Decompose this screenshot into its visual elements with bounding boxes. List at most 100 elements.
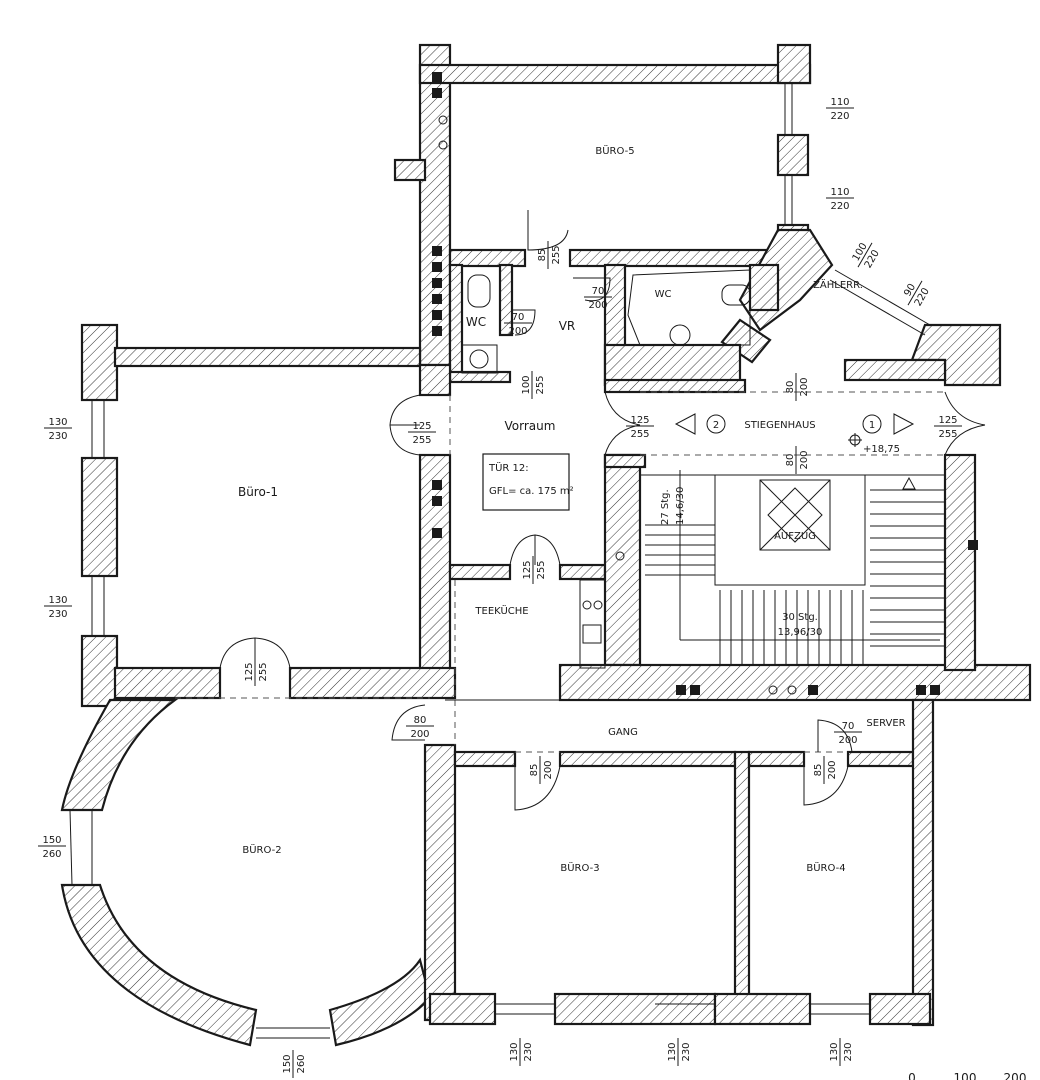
dimension-divider	[907, 280, 923, 306]
door	[604, 391, 641, 426]
room-label-server: SERVER	[866, 718, 905, 729]
door	[512, 309, 536, 336]
walls	[60, 43, 1032, 1047]
dimension-top: 80	[414, 715, 427, 726]
shaft	[676, 685, 686, 695]
dimension-bottom: 220	[830, 111, 849, 122]
shaft	[432, 262, 442, 272]
dimension-top: 85	[529, 764, 540, 777]
wall	[448, 563, 512, 581]
scale-tick-200: 200	[1004, 1071, 1027, 1080]
kitchen-counter	[579, 579, 606, 669]
elevator-cross	[759, 479, 831, 551]
wall	[113, 666, 222, 700]
room-label-gang: GANG	[608, 727, 638, 738]
dimension-bottom: 255	[551, 245, 562, 264]
dimension-bottom: 230	[48, 431, 67, 442]
wall	[558, 750, 737, 768]
dimension-top: 150	[282, 1054, 293, 1073]
stair-marker-1	[862, 414, 882, 434]
wall	[846, 750, 915, 768]
shaft	[916, 685, 926, 695]
room-label-buero-1: Büro-1	[238, 485, 278, 499]
direction-triangle-icon	[674, 413, 696, 435]
wall	[453, 750, 517, 768]
dimension-top: 125	[630, 415, 649, 426]
dimension-top: 85	[537, 249, 548, 262]
wall	[418, 63, 812, 85]
elevator-shaft	[759, 479, 831, 551]
room-label-buero-4: BÜRO-4	[806, 861, 845, 874]
dimension-bottom: 200	[588, 300, 607, 311]
wall	[748, 263, 780, 312]
wall	[943, 453, 977, 672]
wall	[60, 883, 258, 1047]
wall	[418, 453, 452, 697]
door	[527, 210, 569, 251]
door	[389, 394, 421, 426]
dimension-bottom: 200	[508, 326, 527, 337]
wall	[868, 992, 932, 1026]
window	[829, 279, 926, 336]
dimension-bottom: 255	[258, 662, 269, 681]
room-label-vr: VR	[559, 319, 576, 333]
shaft	[432, 326, 442, 336]
up-arrow-icon	[902, 476, 916, 490]
room-label-wc: WC	[466, 315, 486, 329]
door	[254, 637, 291, 669]
column-circle	[768, 685, 778, 695]
staircase	[639, 470, 946, 666]
wc-room-outline	[627, 269, 751, 346]
dimension-top: 130	[48, 417, 67, 428]
lower-stair-ratio: 13,96/30	[778, 627, 823, 638]
stair-landing	[714, 474, 866, 586]
wall	[428, 992, 497, 1026]
room-label-stiegenhaus: STIEGENHAUS	[744, 420, 815, 431]
door	[389, 424, 421, 456]
wall	[747, 750, 806, 768]
door	[219, 637, 256, 669]
wall	[558, 563, 607, 581]
stair-marker-1-label: 1	[869, 420, 875, 431]
room-label-vorraum: Vorraum	[505, 419, 556, 433]
direction-triangle-icon	[893, 413, 915, 435]
sink-basin	[669, 324, 691, 346]
dimension-top: 80	[785, 454, 796, 467]
door	[817, 719, 853, 753]
wall	[553, 992, 717, 1026]
wall	[568, 248, 782, 268]
upper-stair-ratio: 14,6/30	[675, 487, 686, 525]
stair-steps	[645, 489, 945, 665]
dimension-bottom: 255	[536, 560, 547, 579]
wall	[448, 248, 527, 268]
column-circle	[787, 685, 797, 695]
shaft	[432, 72, 442, 82]
dimension-top: 125	[522, 560, 533, 579]
thin-lines	[69, 83, 945, 1039]
shaft	[432, 88, 442, 98]
dimension-bottom: 255	[412, 435, 431, 446]
wall	[288, 666, 457, 700]
wall	[80, 634, 119, 708]
upper-stair-steps: 27 Stg.	[660, 489, 671, 525]
fixtures	[461, 269, 751, 669]
stove-burner	[582, 600, 592, 610]
shaft	[432, 528, 442, 538]
wall	[448, 263, 464, 382]
room-label-buero-3: BÜRO-3	[560, 861, 599, 874]
dimension-bottom: 230	[681, 1042, 692, 1061]
